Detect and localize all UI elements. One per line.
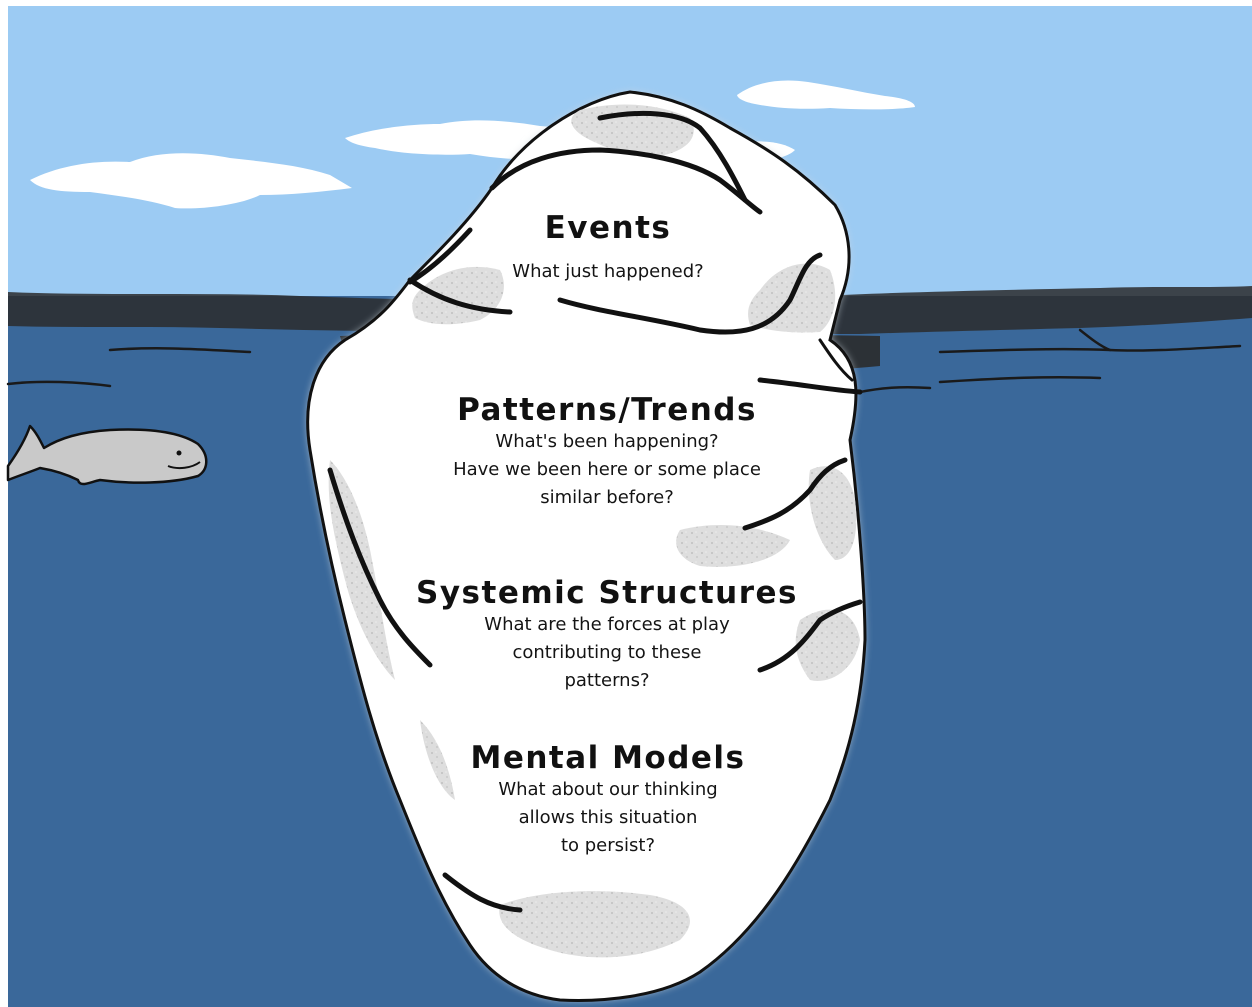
ice-shading [328, 104, 860, 958]
ice-contours [327, 110, 863, 913]
layer-patterns: Patterns/Trends What's been happening? H… [376, 392, 838, 512]
layer-patterns-question: What's been happening? Have we been here… [453, 431, 761, 508]
layer-events-title: Events [544, 210, 672, 246]
layer-patterns-title: Patterns/Trends [457, 392, 757, 428]
whale [6, 424, 208, 486]
layer-structures-title: Systemic Structures [416, 575, 798, 611]
layer-models-question: What about our thinking allows this situ… [498, 779, 718, 856]
layer-structures-question: What are the forces at play contributing… [484, 614, 730, 691]
layer-events-question: What just happened? [512, 261, 704, 282]
layer-models: Mental Models What about our thinking al… [408, 740, 808, 860]
layer-models-title: Mental Models [470, 740, 746, 776]
layer-structures: Systemic Structures What are the forces … [372, 575, 842, 695]
layer-events: Events What just happened? [458, 210, 758, 286]
